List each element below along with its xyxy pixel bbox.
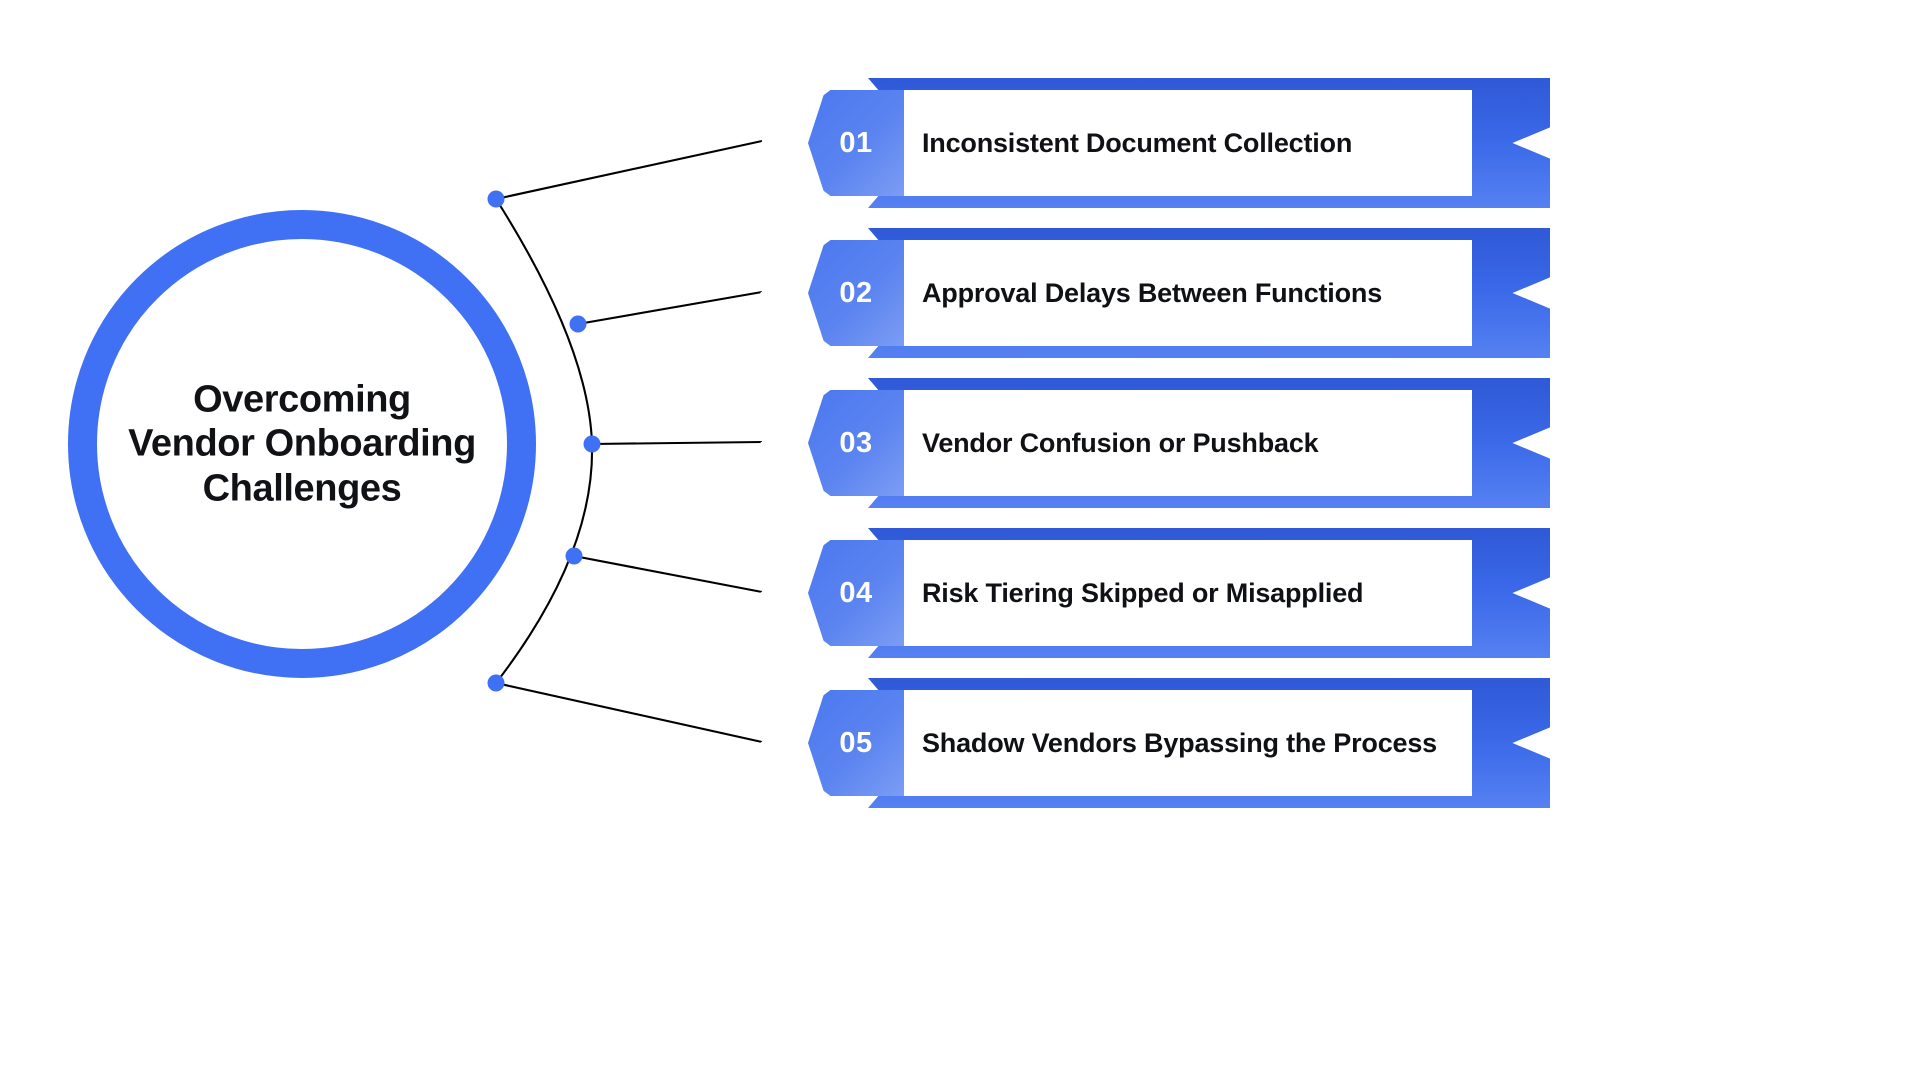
banner-number: 04 — [839, 576, 873, 609]
banner-row-5[interactable]: 05 Shadow Vendors Bypassing the Process — [760, 668, 1550, 818]
banner-row-2[interactable]: 02 Approval Delays Between Functions — [760, 218, 1550, 368]
banner-card[interactable]: 04 Risk Tiering Skipped or Misapplied — [760, 540, 1472, 646]
banner-label: Risk Tiering Skipped or Misapplied — [922, 577, 1364, 608]
banner-number-badge: 01 — [808, 90, 904, 196]
banner-card[interactable]: 03 Vendor Confusion or Pushback — [760, 390, 1472, 496]
banner-row-4[interactable]: 04 Risk Tiering Skipped or Misapplied — [760, 518, 1550, 668]
center-title-line-1: Overcoming — [193, 378, 411, 421]
banner-card[interactable]: 02 Approval Delays Between Functions — [760, 240, 1472, 346]
banner-number: 01 — [839, 126, 873, 159]
banner-number-badge: 03 — [808, 390, 904, 496]
center-title-line-3: Challenges — [202, 467, 402, 510]
banner-number: 02 — [839, 276, 873, 309]
banner-number-badge: 05 — [808, 690, 904, 796]
center-title-line-2: Vendor Onboarding — [128, 422, 476, 465]
banner-label: Approval Delays Between Functions — [922, 277, 1383, 308]
banner-label: Shadow Vendors Bypassing the Process — [922, 727, 1437, 758]
banner-card[interactable]: 01 Inconsistent Document Collection — [760, 90, 1472, 196]
banner-row-1[interactable]: 01 Inconsistent Document Collection — [760, 68, 1550, 218]
banner-number: 03 — [839, 426, 873, 459]
banner-number-badge: 04 — [808, 540, 904, 646]
banner-card[interactable]: 05 Shadow Vendors Bypassing the Process — [760, 690, 1472, 796]
banner-label: Vendor Confusion or Pushback — [922, 427, 1319, 458]
banner-row-3[interactable]: 03 Vendor Confusion or Pushback — [760, 368, 1550, 518]
banner-number: 05 — [839, 726, 873, 759]
banner-number-badge: 02 — [808, 240, 904, 346]
banner-label: Inconsistent Document Collection — [922, 127, 1353, 158]
center-title: Overcoming Vendor Onboarding Challenges — [92, 377, 512, 510]
